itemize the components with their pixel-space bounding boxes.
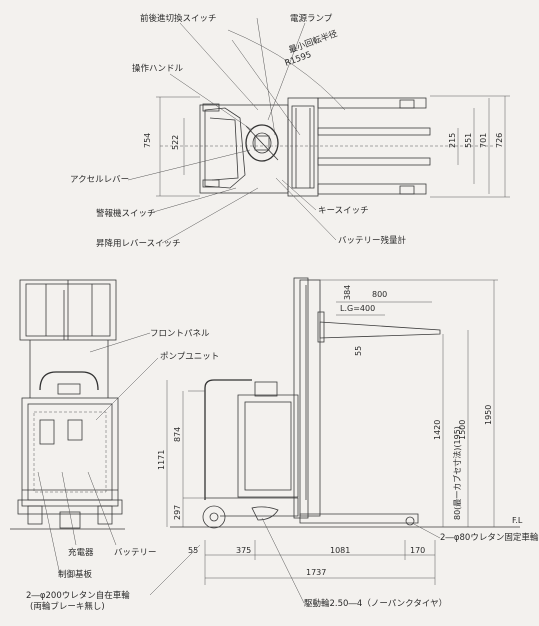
label-drive-wheel: 駆動輪2.50―4（ノーパンクタイヤ） bbox=[304, 598, 447, 609]
label-front-panel: フロントパネル bbox=[150, 329, 210, 339]
top-view: 754 522 215 551 701 726 bbox=[143, 17, 510, 198]
dim-lg: L.G=400 bbox=[340, 304, 375, 313]
label-horn-switch: 警報機スイッチ bbox=[96, 208, 156, 219]
label-lift-lever-switch: 昇降用レバースイッチ bbox=[96, 238, 181, 249]
dim-874: 874 bbox=[173, 427, 182, 442]
dim-1950: 1950 bbox=[484, 405, 493, 425]
label-charger: 充電器 bbox=[68, 547, 94, 558]
dim-297: 297 bbox=[173, 505, 182, 520]
dim-215: 215 bbox=[448, 133, 457, 148]
label-min-turn-radius: 最小回転半径 bbox=[287, 28, 339, 56]
floor-line-label: F.L bbox=[512, 516, 523, 525]
side-view: 874 1171 297 384 800 L.G=400 55 1420 150… bbox=[157, 277, 523, 585]
label-load-wheel: 2―φ80ウレタン固定車輪 bbox=[440, 532, 539, 543]
dim-55-top: 55 bbox=[354, 346, 363, 356]
dim-384: 384 bbox=[343, 285, 352, 300]
label-accel-lever: アクセルレバー bbox=[70, 175, 129, 185]
dim-754: 754 bbox=[143, 133, 152, 148]
label-power-lamp: 電源ランプ bbox=[290, 14, 333, 24]
front-view bbox=[10, 279, 125, 530]
dim-1420: 1420 bbox=[433, 420, 442, 440]
dim-1171: 1171 bbox=[157, 450, 166, 470]
dim-375: 375 bbox=[236, 546, 251, 555]
label-battery-meter: バッテリー残量計 bbox=[338, 235, 407, 246]
dim-1500: 1500 bbox=[458, 420, 467, 440]
dim-800: 800 bbox=[372, 290, 387, 299]
label-handle: 操作ハンドル bbox=[132, 63, 184, 74]
dim-726: 726 bbox=[495, 133, 504, 148]
dim-522: 522 bbox=[171, 135, 180, 150]
front-view-labels: フロントパネル ポンプユニット 充電器 バッテリー 制御基板 2―φ200ウレタ… bbox=[26, 329, 219, 612]
label-battery: バッテリー bbox=[114, 548, 157, 558]
dim-170: 170 bbox=[410, 546, 425, 555]
label-key-switch: キースイッチ bbox=[318, 206, 369, 216]
label-caster-note: (両輪ブレーキ無し) bbox=[30, 601, 105, 612]
label-control-board: 制御基板 bbox=[58, 569, 93, 580]
dim-1737: 1737 bbox=[306, 568, 326, 577]
dim-551: 551 bbox=[464, 133, 473, 148]
label-caster: 2―φ200ウレタン自在車輪 bbox=[26, 590, 130, 601]
label-direction-switch: 前後進切換スイッチ bbox=[140, 13, 217, 24]
label-pump-unit: ポンプユニット bbox=[160, 352, 219, 362]
dim-701: 701 bbox=[479, 133, 488, 148]
lift-note: 80(最一カブセ寸法)(195) bbox=[452, 426, 462, 520]
side-view-labels: 2―φ80ウレタン固定車輪 駆動輪2.50―4（ノーパンクタイヤ） bbox=[261, 517, 539, 609]
dim-55-bottom: 55 bbox=[188, 546, 198, 555]
dim-1081: 1081 bbox=[330, 546, 350, 555]
